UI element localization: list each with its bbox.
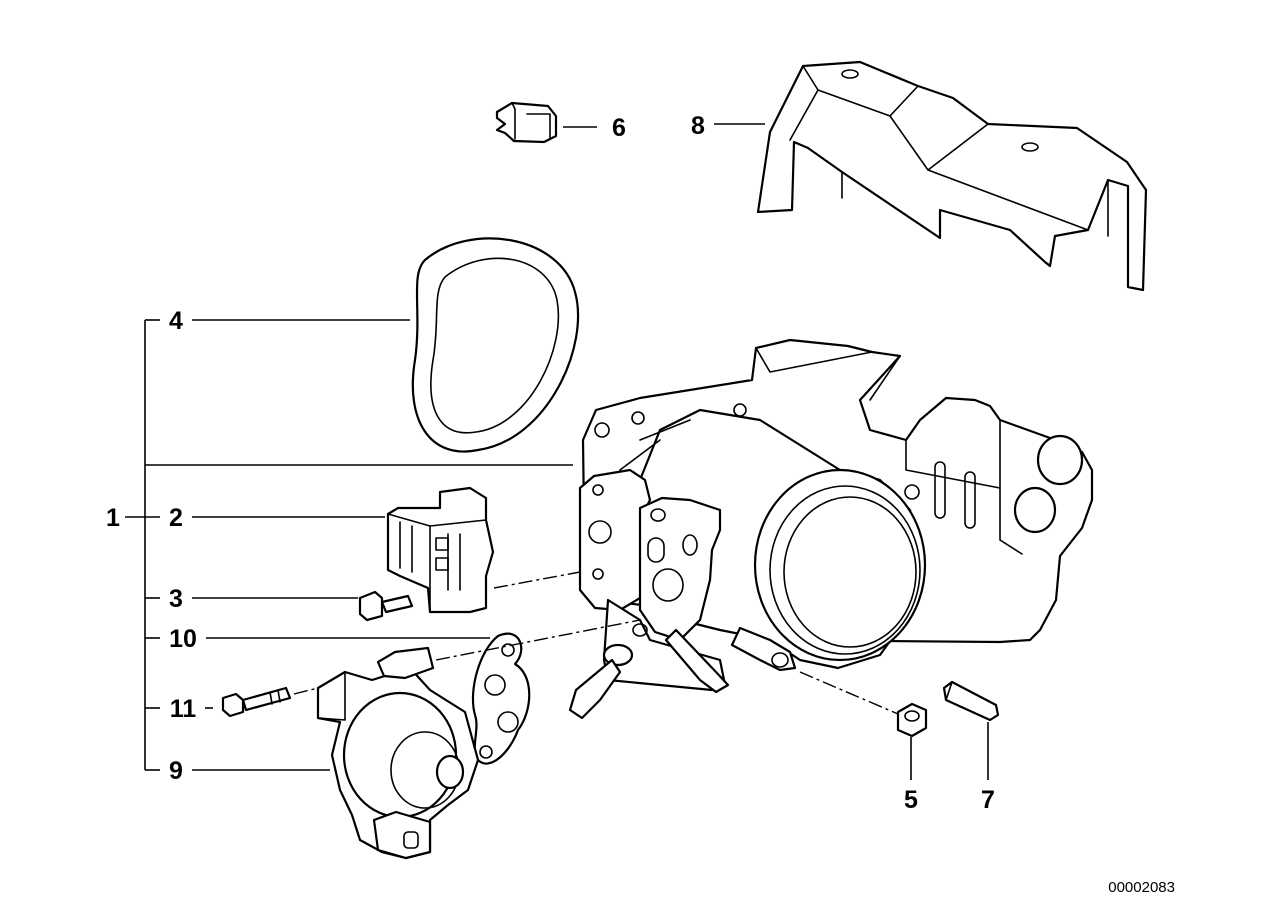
gasket-part	[471, 632, 531, 765]
callout-8: 8	[691, 112, 705, 140]
callout-2: 2	[169, 504, 183, 532]
callout-4: 4	[169, 307, 183, 335]
callout-5: 5	[904, 786, 918, 814]
bolt-part	[221, 686, 292, 718]
callout-labels: 1 2 3 4 5 6 7 8 9 10 11	[106, 112, 995, 814]
nut-part	[896, 702, 928, 738]
callout-6: 6	[612, 114, 626, 142]
leader-lines	[125, 123, 989, 780]
screw-part	[358, 590, 414, 622]
callout-1: 1	[106, 504, 120, 532]
callout-10: 10	[169, 625, 197, 653]
connector-part	[386, 486, 495, 614]
seal-ring-part	[411, 237, 580, 453]
callout-7: 7	[981, 786, 995, 814]
clip-part	[495, 101, 558, 144]
callout-3: 3	[169, 585, 183, 613]
reference-number: 00002083	[1108, 879, 1175, 896]
pin-part	[942, 680, 1000, 722]
actuator-part	[316, 646, 480, 860]
callout-11: 11	[170, 695, 197, 723]
throttle-body-assembly	[568, 338, 1094, 720]
callout-9: 9	[169, 757, 183, 785]
cover-part	[756, 60, 1148, 292]
